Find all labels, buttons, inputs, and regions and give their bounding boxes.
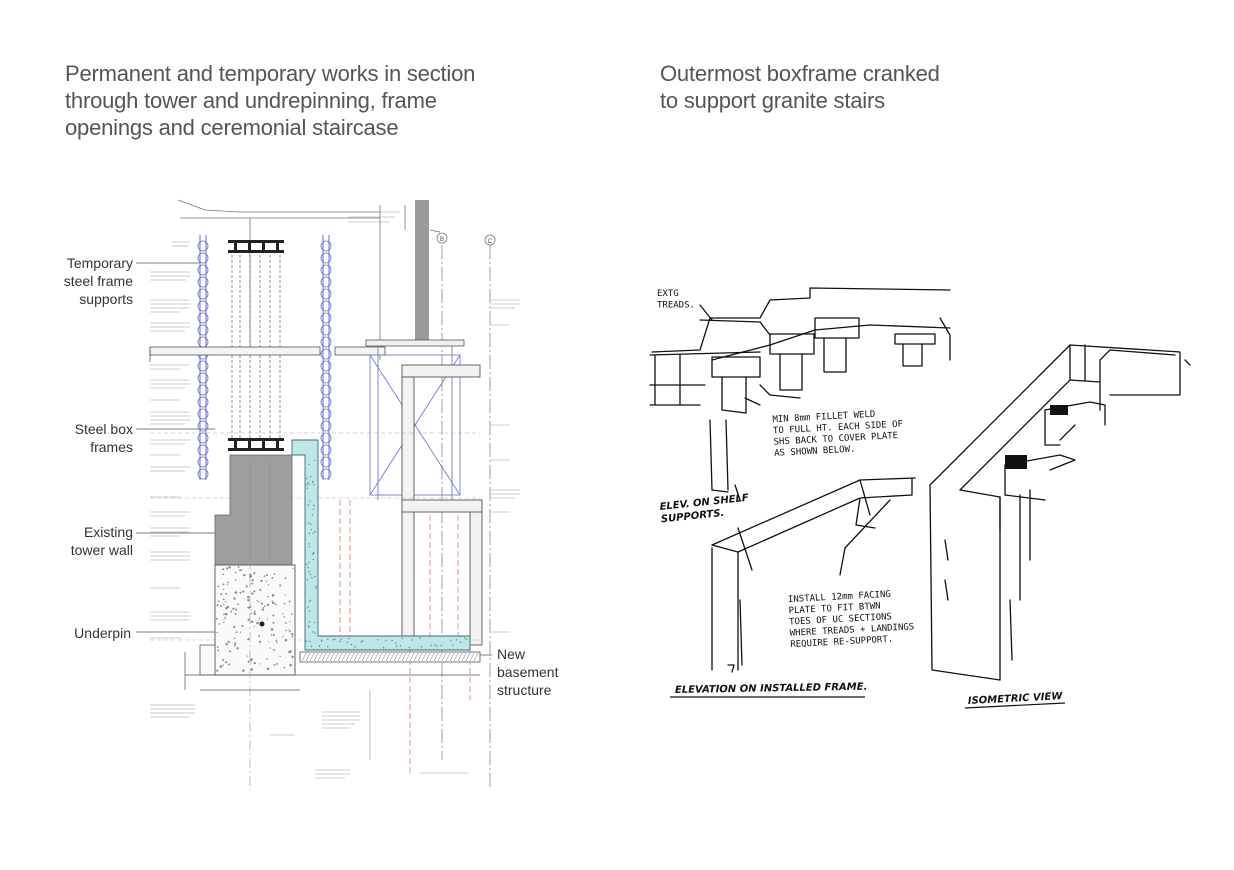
- grid-label-b: B: [440, 237, 444, 243]
- label-elevation-installed-frame: ELEVATION ON INSTALLED FRAME.: [675, 682, 868, 696]
- isometric-view: [929, 344, 1191, 681]
- existing-tower-wall: [214, 454, 293, 566]
- installed-frame-elevation: [711, 477, 916, 673]
- label-isometric-view: ISOMETRIC VIEW: [968, 691, 1064, 707]
- grid-marker-b: [436, 232, 448, 244]
- note-extg-treads: EXTG TREADS.: [657, 289, 695, 310]
- callout-new-basement-structure: New basement structure: [497, 646, 559, 698]
- callout-steel-box-frames: Steel box frames: [74, 421, 133, 455]
- note-facing-plate: INSTALL 12mm FACING PLATE TO FIT BTWNTOE…: [788, 589, 915, 650]
- callout-existing-tower-wall: Existing tower wall: [70, 524, 133, 558]
- shelf-supports-elevation: [649, 287, 951, 501]
- underpin: [214, 564, 296, 676]
- new-basement-structure: [291, 439, 471, 651]
- note-elev-shelf-supports: ELEV. ON SHELF SUPPORTS.: [659, 492, 754, 525]
- steel-box-frames: [228, 438, 284, 451]
- callout-underpin: Underpin: [74, 625, 131, 641]
- right-drawing-title: Outermost boxframe cranked to support gr…: [660, 61, 940, 113]
- grid-label-c: C: [488, 239, 493, 245]
- callout-temporary-steel-frame-supports: Temporary steel frame supports: [63, 255, 133, 307]
- grid-marker-c: [484, 234, 496, 246]
- left-drawing-title: Permanent and temporary works in section…: [65, 61, 476, 140]
- note-fillet-weld: MIN 8mm FILLET WELD TO FULL HT. EACH SID…: [772, 408, 904, 458]
